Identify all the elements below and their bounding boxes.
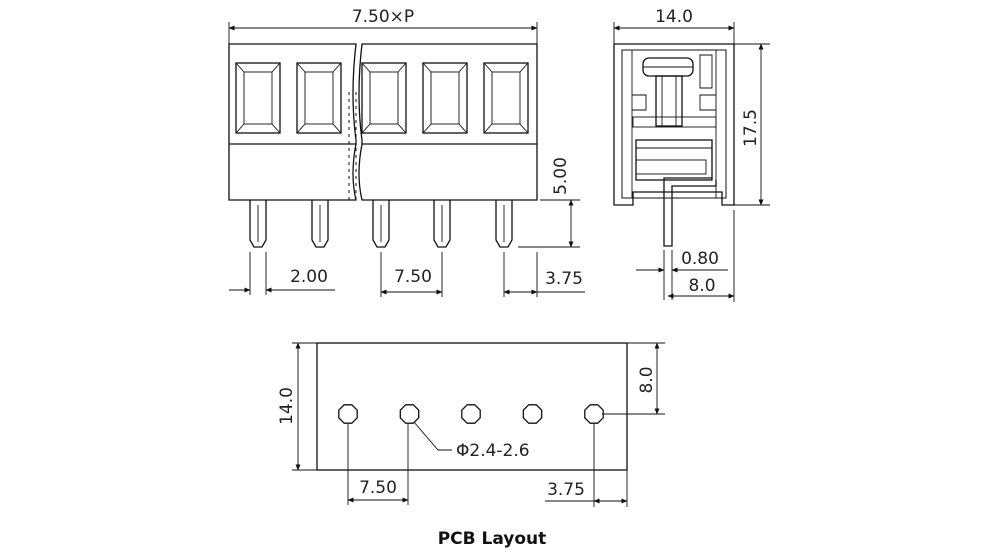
pcb-width-label: 14.0 [277,387,297,425]
pcb-holes [338,404,604,424]
pcb-row-offset-label: 8.0 [637,366,657,393]
pin-pitch-label: 7.50 [394,267,432,287]
side-depth-label: 14.0 [655,7,693,27]
pcb-hole-1 [338,404,358,424]
pins [249,200,513,248]
screw-window-1 [235,62,281,134]
pcb-hole-pitch-label: 7.50 [359,478,397,498]
pin-height-label: 5.00 [551,157,571,195]
pcb-hole-3 [461,404,481,424]
screw-window-5 [483,62,529,134]
front-edge-offset-label: 3.75 [545,269,583,289]
front-width-label: 7.50×P [352,7,414,27]
pcb-hole-4 [522,404,543,424]
screw-window-3 [361,62,407,134]
screw-window-4 [422,62,468,134]
side-pin-offset-label: 8.0 [688,276,715,296]
pcb-hole-2 [399,404,420,424]
front-view: 7.50×P [228,7,585,297]
pcb-layout-caption: PCB Layout [438,529,547,549]
pin-to-edge-label: 2.00 [290,267,328,287]
pcb-layout: 14.0 8.0 Φ2.4-2.6 7.50 3.75 PCB Layout [277,342,665,549]
pin-thickness-label: 0.80 [681,249,719,269]
pcb-hole-5 [584,404,604,424]
pcb-outline [316,342,628,471]
hole-diameter-label: Φ2.4-2.6 [456,441,530,461]
screw-window-2 [296,62,342,134]
side-view: 14.0 17.5 0.80 [613,7,770,302]
pcb-edge-offset-label: 3.75 [547,480,585,500]
side-height-label: 17.5 [741,109,761,147]
